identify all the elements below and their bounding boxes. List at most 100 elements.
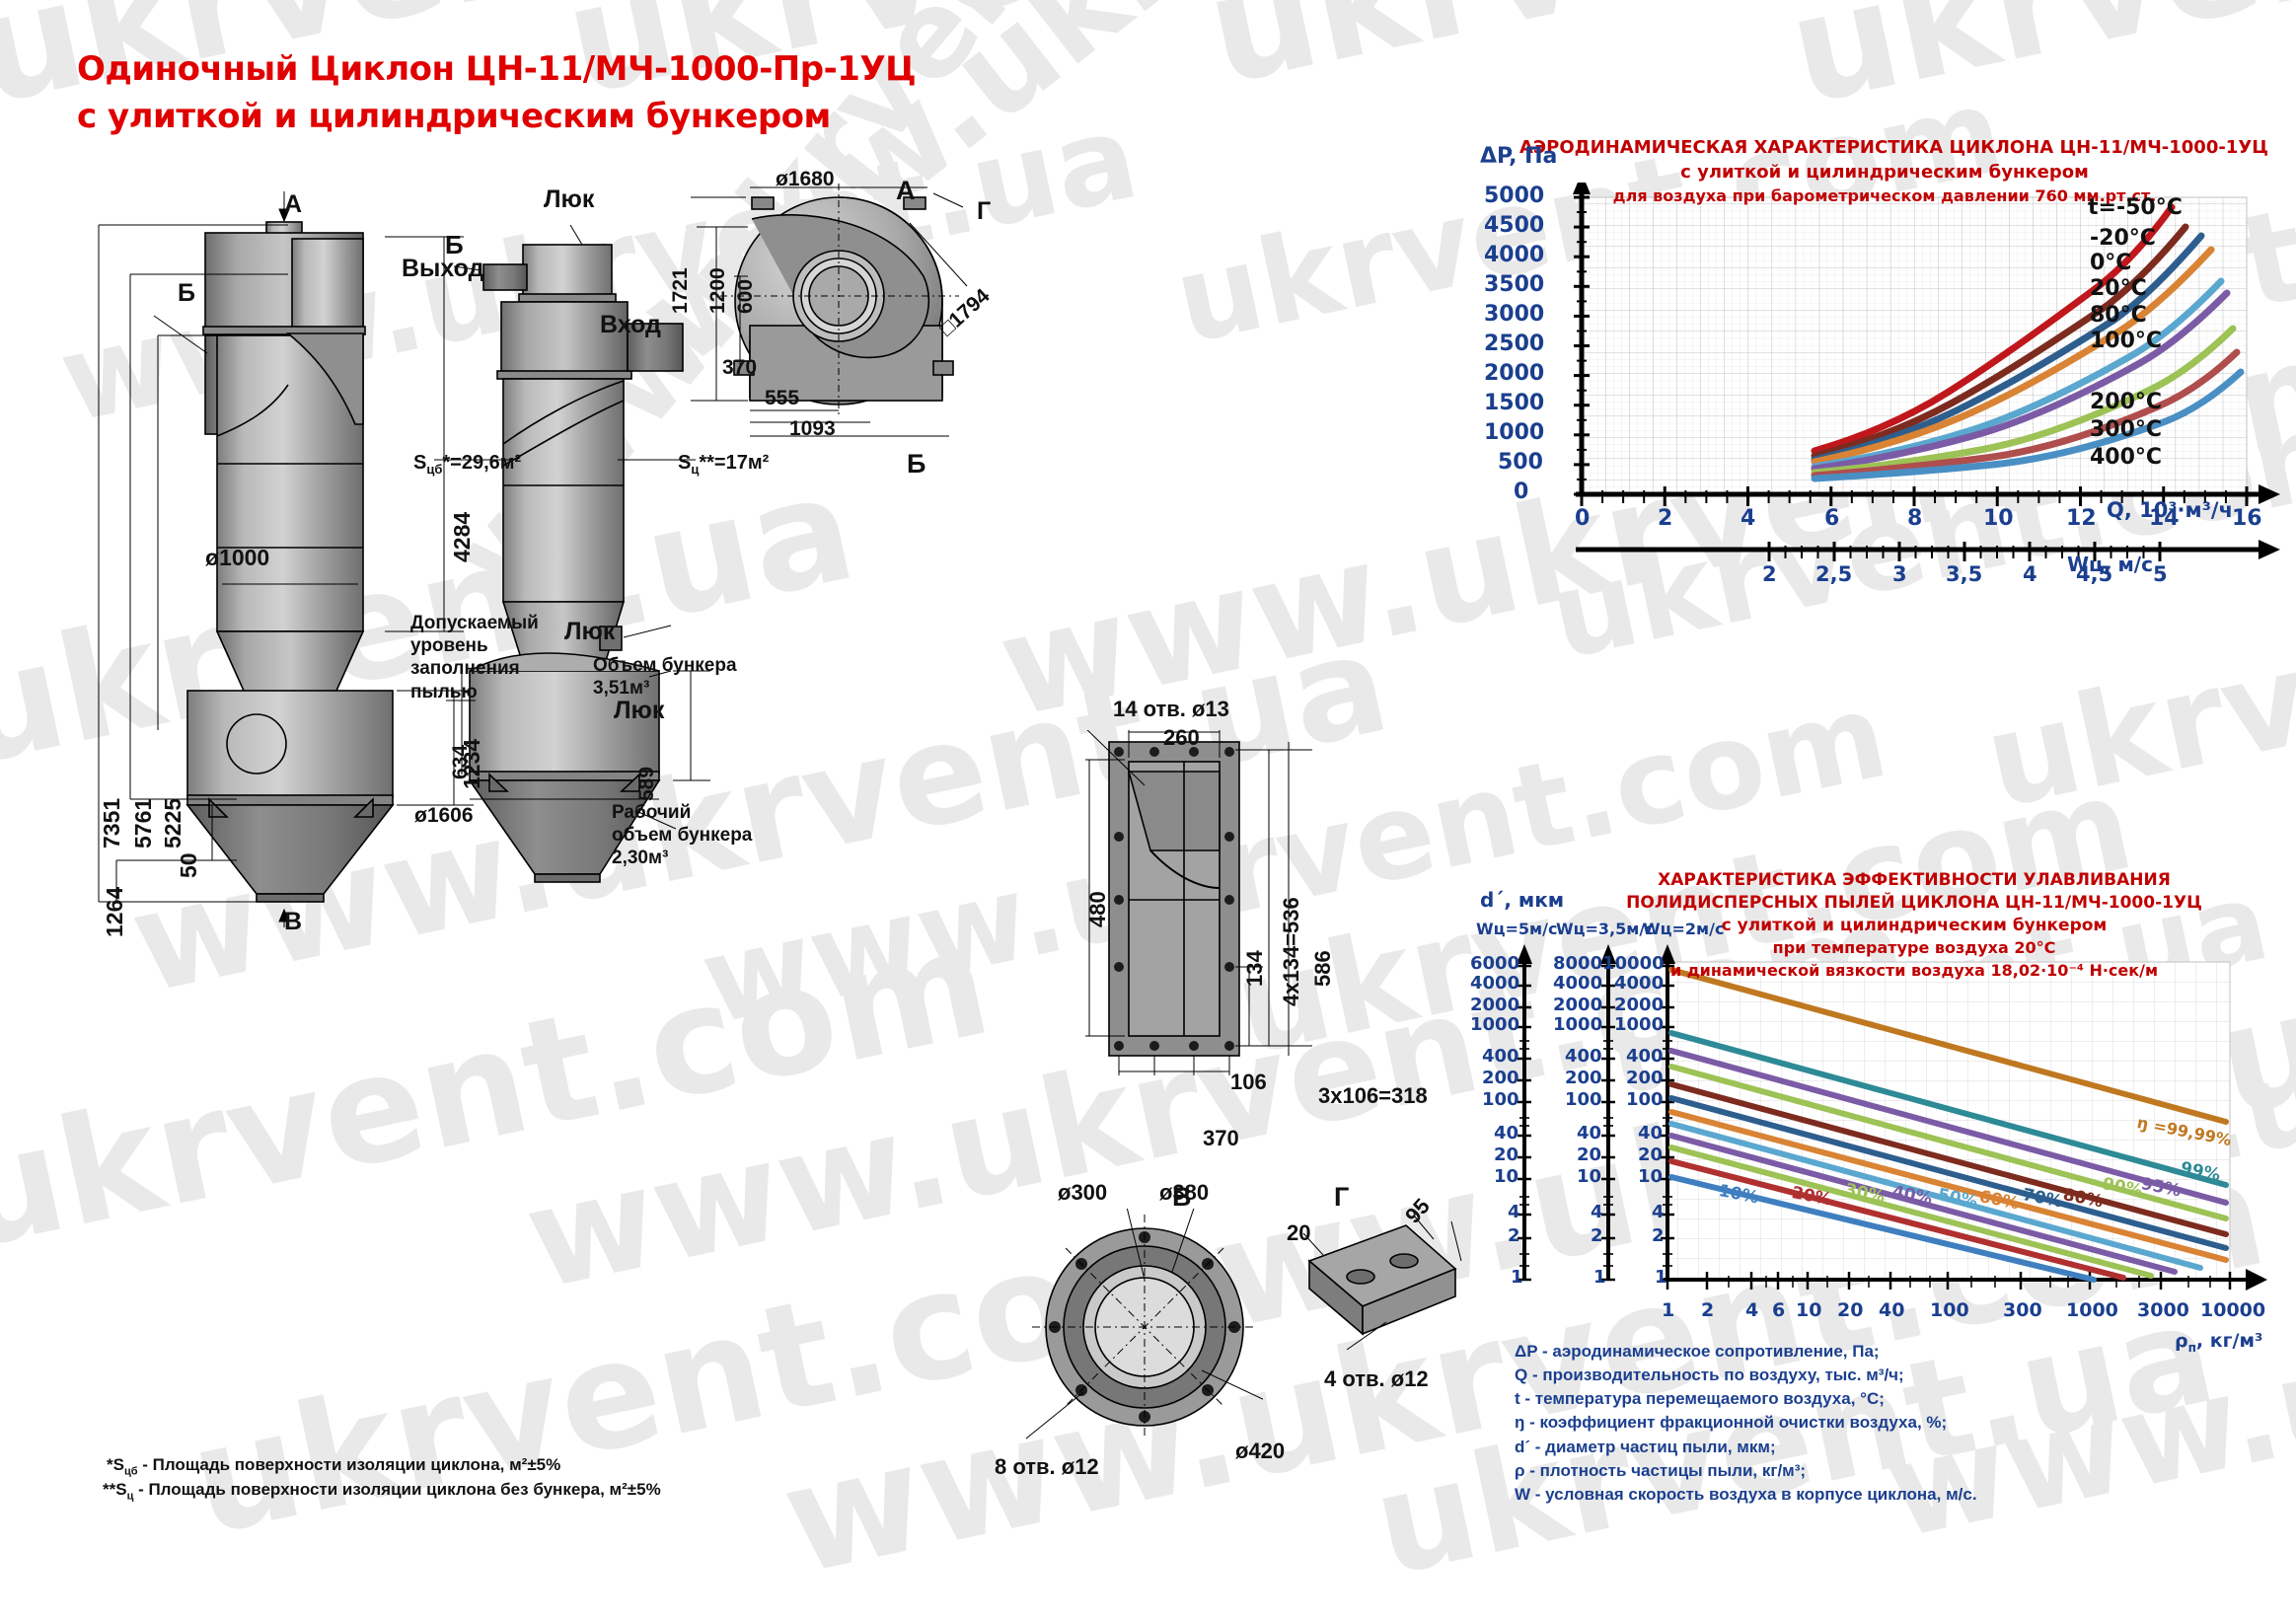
chart1-xtick-4: 4	[1741, 506, 1756, 531]
side-view-drawing	[434, 224, 710, 883]
chart2-y2-20: 20	[1577, 1144, 1602, 1165]
footnote-1: *Sцб - Площадь поверхности изоляции цикл…	[107, 1455, 560, 1477]
chart2-xlabel: ρп, кг/м³	[2175, 1330, 2262, 1355]
chart2-y2-200: 200	[1565, 1068, 1602, 1088]
label-fill-level: Допускаемый уровень заполнения пылью	[410, 613, 539, 702]
chart2-xtick-100: 100	[1930, 1299, 1969, 1321]
chart1-ytick-4000: 4000	[1484, 243, 1545, 267]
dim-634: 634	[449, 744, 472, 779]
chart2-y1-1000: 1000	[1470, 1014, 1520, 1035]
watermark-text: ukrvent.com	[0, 896, 1003, 1284]
chart2-y2-8000: 8000	[1553, 953, 1603, 974]
chart1-wtick-45: 4,5	[2076, 562, 2113, 586]
temp-label-20: 20°C	[2090, 276, 2147, 301]
dim-d1680: ø1680	[776, 168, 835, 190]
chart2-y2-2000: 2000	[1553, 995, 1603, 1015]
chart2-xtick-3000: 3000	[2137, 1299, 2189, 1321]
chart2-xtick-20: 20	[1837, 1299, 1864, 1321]
chart2-xtick-1: 1	[1662, 1299, 1675, 1321]
dim-d1606: ø1606	[414, 804, 474, 827]
s-cb-sub: цб	[426, 462, 443, 477]
chart2-plot	[1517, 944, 2267, 1291]
chart1-xtick-8: 8	[1907, 506, 1923, 531]
chart2-y3-40: 40	[1638, 1123, 1664, 1144]
chart1-ylabel: ΔP, Па	[1480, 144, 1558, 169]
chart1-plot	[1573, 183, 2280, 561]
chart2-xtick-300: 300	[2003, 1299, 2042, 1321]
chart2-y3-1: 1	[1655, 1267, 1667, 1288]
footnote-2-text: - Площадь поверхности изоляции циклона б…	[133, 1480, 661, 1499]
dim-d300: ø300	[1058, 1180, 1108, 1205]
dim-1093: 1093	[789, 417, 836, 440]
footnote-2: **Sц - Площадь поверхности изоляции цикл…	[103, 1480, 661, 1502]
chart1-ytick-4500: 4500	[1484, 213, 1545, 238]
chart1-ytick-1500: 1500	[1484, 391, 1545, 415]
chart2-y2-10: 10	[1577, 1166, 1602, 1187]
chart2-xtick-2: 2	[1701, 1299, 1715, 1321]
chart1-xtick-14: 14	[2149, 506, 2180, 531]
chart1-ytick-3000: 3000	[1484, 302, 1545, 327]
chart1-wtick-35: 3,5	[1946, 562, 1983, 586]
legend-note-3: ŋ - коэффициент фракционной очистки возд…	[1515, 1413, 1948, 1433]
footnote-1-sub: цб	[123, 1465, 138, 1478]
dim-370-top: 370	[722, 356, 758, 379]
chart2-y3-4: 4	[1652, 1202, 1665, 1222]
chart1-wtick-3: 3	[1892, 562, 1907, 586]
chart2-xtick-10000: 10000	[2200, 1299, 2266, 1321]
label-mark-g: Г	[977, 197, 992, 225]
chart2-y2-4000: 4000	[1553, 973, 1603, 994]
chart2-y1-20: 20	[1494, 1144, 1519, 1165]
s-cb-symbol: S	[413, 452, 427, 474]
chart1-xtick-2: 2	[1658, 506, 1673, 531]
page-title-line1: Одиночный Циклон ЦН-11/МЧ-1000-Пр-1УЦ	[77, 49, 917, 89]
chart2-y2-2: 2	[1591, 1225, 1603, 1246]
label-view-g: Г	[1334, 1182, 1350, 1212]
label-s-c: Sц**=17м²	[678, 452, 769, 477]
footnote-2-sub: ц	[126, 1490, 134, 1503]
temp-label-80: 80°C	[2090, 303, 2147, 328]
s-c-value: **=17м²	[699, 452, 770, 474]
dim-260: 260	[1163, 725, 1200, 750]
chart2-xtick-1000: 1000	[2066, 1299, 2118, 1321]
chart2-y1-6000: 6000	[1470, 953, 1520, 974]
chart1-wtick-4: 4	[2023, 562, 2037, 586]
dim-d420: ø420	[1235, 1439, 1286, 1463]
chart1-title-line1: АЭРОДИНАМИЧЕСКАЯ ХАРАКТЕРИСТИКА ЦИКЛОНА …	[1519, 137, 2268, 158]
legend-note-1: Q - производительность по воздуху, тыс. …	[1515, 1366, 1904, 1385]
chart2-y2-1: 1	[1593, 1267, 1606, 1288]
label-section-b-side: Б	[445, 230, 464, 259]
top-view-a-drawing	[691, 184, 968, 437]
chart1-xtick-12: 12	[2066, 506, 2097, 531]
dim-5225: 5225	[160, 797, 185, 849]
chart2-xtick-40: 40	[1879, 1299, 1905, 1321]
view-v-drawing	[1026, 1209, 1263, 1439]
temp-label-0: 0°C	[2090, 251, 2132, 275]
dim-d1000: ø1000	[205, 545, 270, 570]
legend-note-5: ρ - плотность частицы пыли, кг/м³;	[1515, 1460, 1807, 1480]
chart2-y1-10: 10	[1494, 1166, 1519, 1187]
watermark-text: ukrvent.ua	[1776, 0, 2296, 138]
s-c-symbol: S	[678, 452, 692, 474]
chart2-y3-20: 20	[1638, 1144, 1664, 1165]
chart1-ytick-5000: 5000	[1484, 184, 1545, 208]
label-work-volume: Рабочий объем бункера 2,30м³	[612, 802, 753, 869]
chart1-wtick-2: 2	[1762, 562, 1777, 586]
chart2-y2-400: 400	[1565, 1046, 1602, 1067]
dim-4-holes-12: 4 отв. ø12	[1324, 1366, 1429, 1391]
label-s-cb: Sцб*=29,6м²	[413, 452, 521, 477]
footnote-2-sym: **S	[103, 1480, 127, 1499]
chart2-yaxis3-label: Wц=2м/с	[1643, 920, 1725, 938]
dim-50: 50	[176, 852, 201, 878]
chart2-xtick-6: 6	[1772, 1299, 1786, 1321]
chart2-xtick-10: 10	[1796, 1299, 1822, 1321]
legend-note-0: ΔP - аэродинамическое сопротивление, Па;	[1515, 1342, 1880, 1361]
dim-555: 555	[765, 387, 800, 409]
s-cb-value: *=29,6м²	[442, 452, 522, 474]
chart1-wtick-5: 5	[2153, 562, 2168, 586]
dim-106: 106	[1230, 1070, 1267, 1094]
chart1-wtick-25: 2,5	[1815, 562, 1853, 586]
chart2-ylabel: d´, мкм	[1480, 888, 1565, 912]
section-mark-v-front: В	[284, 908, 303, 935]
chart1-title-line2: с улиткой и цилиндрическим бункером	[1680, 162, 2089, 183]
label-bunker-volume: Объем бункера 3,51м³	[593, 655, 737, 700]
